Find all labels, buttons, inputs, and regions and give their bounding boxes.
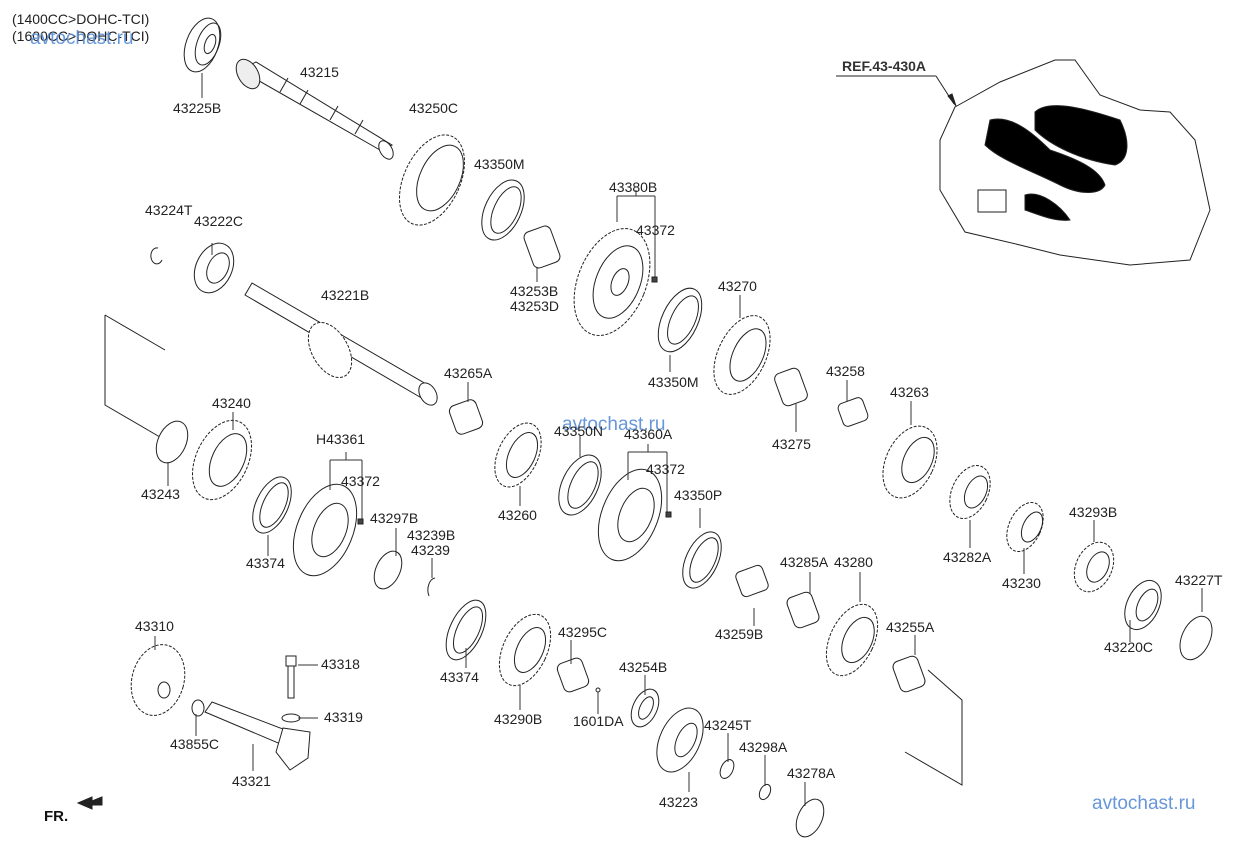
front-indicator: FR. (44, 808, 69, 825)
part-label[interactable]: 43321 (232, 773, 271, 789)
note-engine-1600: (1600CC>DOHC-TCI) (12, 28, 150, 44)
part-label[interactable]: 43280 (834, 554, 873, 570)
part-label[interactable]: 43265A (444, 365, 493, 381)
part-label[interactable]: 43855C (170, 736, 220, 752)
part-label[interactable]: 43258 (826, 363, 865, 379)
part-label[interactable]: 43350M (474, 156, 525, 172)
part-label[interactable]: 43372 (636, 222, 675, 238)
part-label[interactable]: 43245T (704, 717, 752, 733)
part-label[interactable]: 43222C (194, 213, 244, 229)
watermark-top: avtochast.ru (30, 28, 134, 49)
part-label[interactable]: 43374 (440, 669, 479, 685)
part-label[interactable]: 43372 (341, 473, 380, 489)
part-label[interactable]: 43254B (619, 659, 668, 675)
part-label[interactable]: 43225B (173, 100, 222, 116)
clip-43224T-shape (150, 247, 163, 265)
part-label[interactable]: 43372 (646, 461, 685, 477)
watermark-center: avtochast.ru (562, 414, 666, 435)
part-label[interactable]: 43221B (321, 287, 370, 303)
part-label[interactable]: 43227T (1175, 572, 1223, 588)
gear-43250C-shape (399, 134, 465, 226)
part-label[interactable]: 43298A (739, 739, 788, 755)
part-label[interactable]: 43278A (787, 765, 836, 781)
part-label[interactable]: 43275 (772, 436, 811, 452)
bearing-43225B-shape (183, 17, 222, 73)
part-label[interactable]: 43360A (624, 426, 673, 442)
part-label[interactable]: 43239 (411, 542, 450, 558)
watermark-bottom: avtochast.ru (1092, 793, 1196, 814)
needle-bearing-43253-shape (523, 225, 561, 269)
part-label[interactable]: 43243 (141, 486, 180, 502)
hub-43380B-shape (573, 228, 651, 336)
part-label[interactable]: 43250C (409, 100, 459, 116)
part-label[interactable]: 43253D (510, 298, 560, 314)
part-label[interactable]: H43361 (316, 431, 366, 447)
part-label[interactable]: 1601DA (573, 713, 624, 729)
part-label[interactable]: 43260 (498, 507, 537, 523)
part-label[interactable]: 43215 (300, 64, 339, 80)
part-label[interactable]: 43282A (943, 549, 992, 565)
part-label[interactable]: 43224T (145, 202, 193, 218)
part-label[interactable]: 43350M (648, 374, 699, 390)
part-label[interactable]: 43295C (558, 624, 608, 640)
part-label[interactable]: 43318 (321, 656, 360, 672)
part-label[interactable]: 43259B (715, 626, 764, 642)
part-label[interactable]: 43239B (407, 527, 456, 543)
transaxle-housing-shape (939, 59, 1211, 266)
part-label[interactable]: 43293B (1069, 504, 1118, 520)
part-label[interactable]: 43255A (886, 619, 935, 635)
ring-43350M-shape (481, 179, 525, 241)
note-engine-1400: (1400CC>DOHC-TCI) (12, 11, 150, 27)
part-label[interactable]: 43290B (494, 711, 543, 727)
part-label[interactable]: 43253B (510, 283, 559, 299)
shaft-43215-shape (235, 58, 394, 160)
part-label[interactable]: 43263 (890, 384, 929, 400)
fr-arrow-shape (76, 796, 103, 810)
part-label[interactable]: 43220C (1104, 639, 1154, 655)
part-label[interactable]: 43223 (659, 794, 698, 810)
part-label[interactable]: 43319 (324, 709, 363, 725)
part-label[interactable]: 43297B (370, 510, 419, 526)
shaft-43221B-shape (244, 282, 438, 406)
part-label[interactable]: 43374 (246, 555, 285, 571)
reference-label[interactable]: REF.43-430A (842, 58, 927, 74)
part-label[interactable]: 43230 (1002, 575, 1041, 591)
part-label[interactable]: 43285A (780, 554, 829, 570)
part-label[interactable]: 43350P (674, 487, 723, 503)
part-label[interactable]: 43240 (212, 395, 251, 411)
part-label[interactable]: 43350N (554, 423, 604, 439)
part-label[interactable]: 43270 (718, 278, 757, 294)
part-label[interactable]: 43380B (609, 179, 658, 195)
part-label[interactable]: 43310 (135, 618, 174, 634)
